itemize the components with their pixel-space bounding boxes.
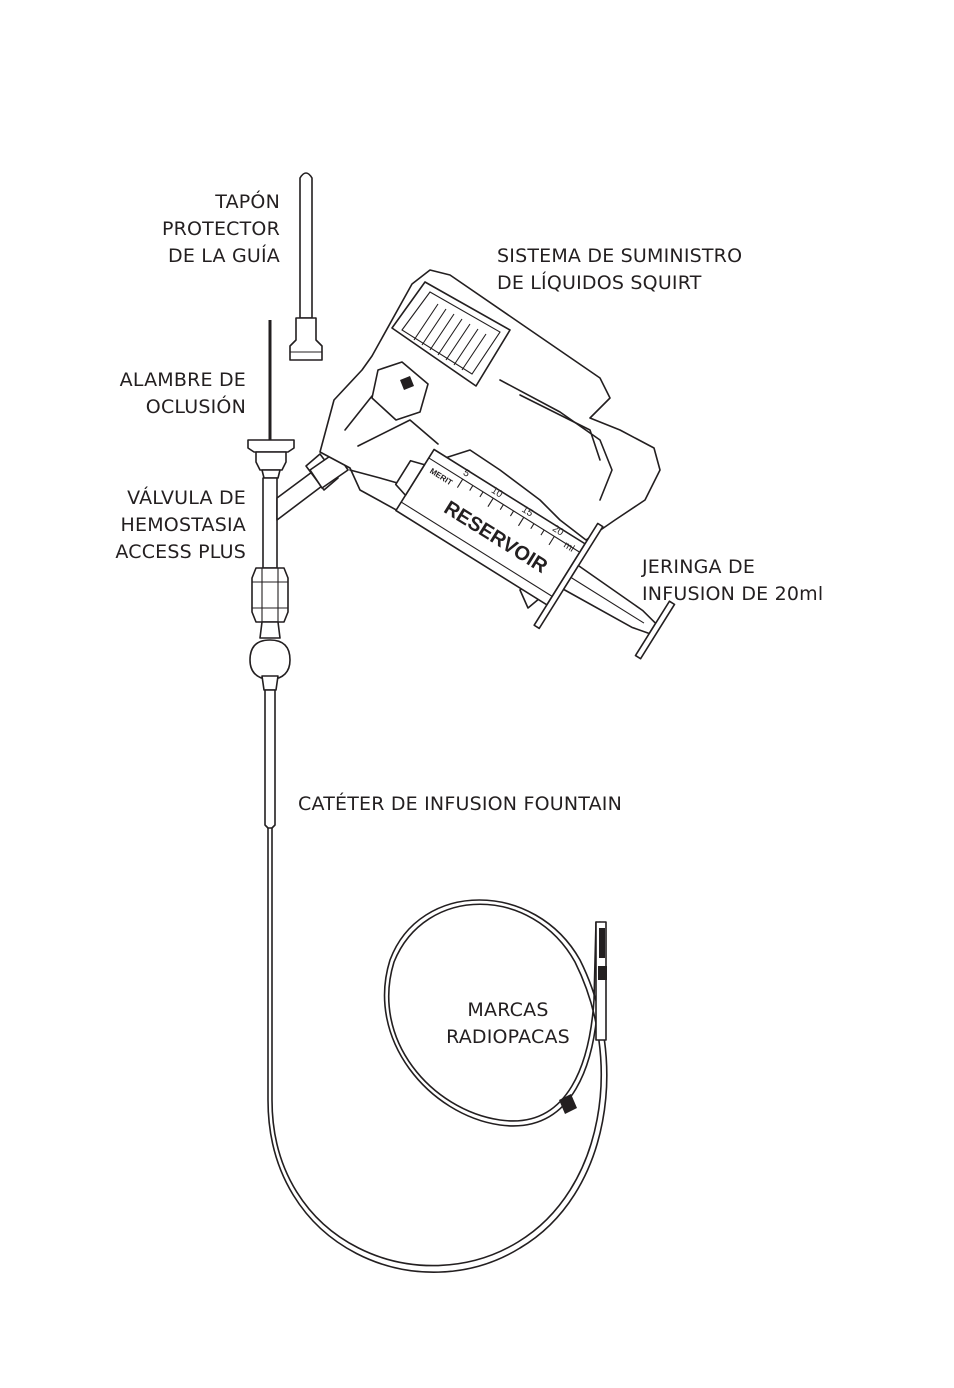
label-jeringa-infusion: JERINGA DE INFUSION DE 20ml: [641, 556, 823, 605]
label-jeringa-line-1: JERINGA DE: [641, 556, 755, 578]
label-squirt-line-1: SISTEMA DE SUMINISTRO: [497, 245, 742, 267]
label-sistema-squirt: SISTEMA DE SUMINISTRO DE LÍQUIDOS SQUIRT: [497, 245, 742, 294]
label-marcas-line-1: MARCAS: [467, 999, 548, 1021]
label-cateter-fountain: CATÉTER DE INFUSION FOUNTAIN: [298, 792, 622, 815]
label-alambre-line-2: OCLUSIÓN: [146, 394, 246, 418]
label-marcas-radiopacas: MARCAS RADIOPACAS: [446, 999, 570, 1048]
label-alambre-line-1: ALAMBRE DE: [120, 369, 246, 391]
label-valvula-line-2: HEMOSTASIA: [121, 514, 247, 536]
radiopaque-marker-coil: [559, 1094, 577, 1114]
label-tapon-line-3: DE LA GUÍA: [168, 244, 280, 267]
label-squirt-line-2: DE LÍQUIDOS SQUIRT: [497, 271, 702, 294]
label-valvula-hemostasia: VÁLVULA DE HEMOSTASIA ACCESS PLUS: [115, 486, 246, 563]
radiopaque-marker-tip: [599, 928, 605, 958]
infusion-catheter: [265, 690, 607, 1272]
label-jeringa-line-2: INFUSION DE 20ml: [642, 583, 823, 605]
label-alambre-oclusion: ALAMBRE DE OCLUSIÓN: [120, 369, 246, 418]
label-tapon-line-1: TAPÓN: [214, 189, 280, 213]
guide-protector-cap: [290, 173, 322, 360]
label-valvula-line-3: ACCESS PLUS: [115, 541, 246, 563]
label-marcas-line-2: RADIOPACAS: [446, 1026, 570, 1048]
radiopaque-marker-mid: [598, 966, 607, 980]
label-tapon-protector: TAPÓN PROTECTOR DE LA GUÍA: [162, 189, 280, 267]
label-tapon-line-2: PROTECTOR: [162, 218, 280, 240]
label-valvula-line-1: VÁLVULA DE: [127, 486, 246, 509]
